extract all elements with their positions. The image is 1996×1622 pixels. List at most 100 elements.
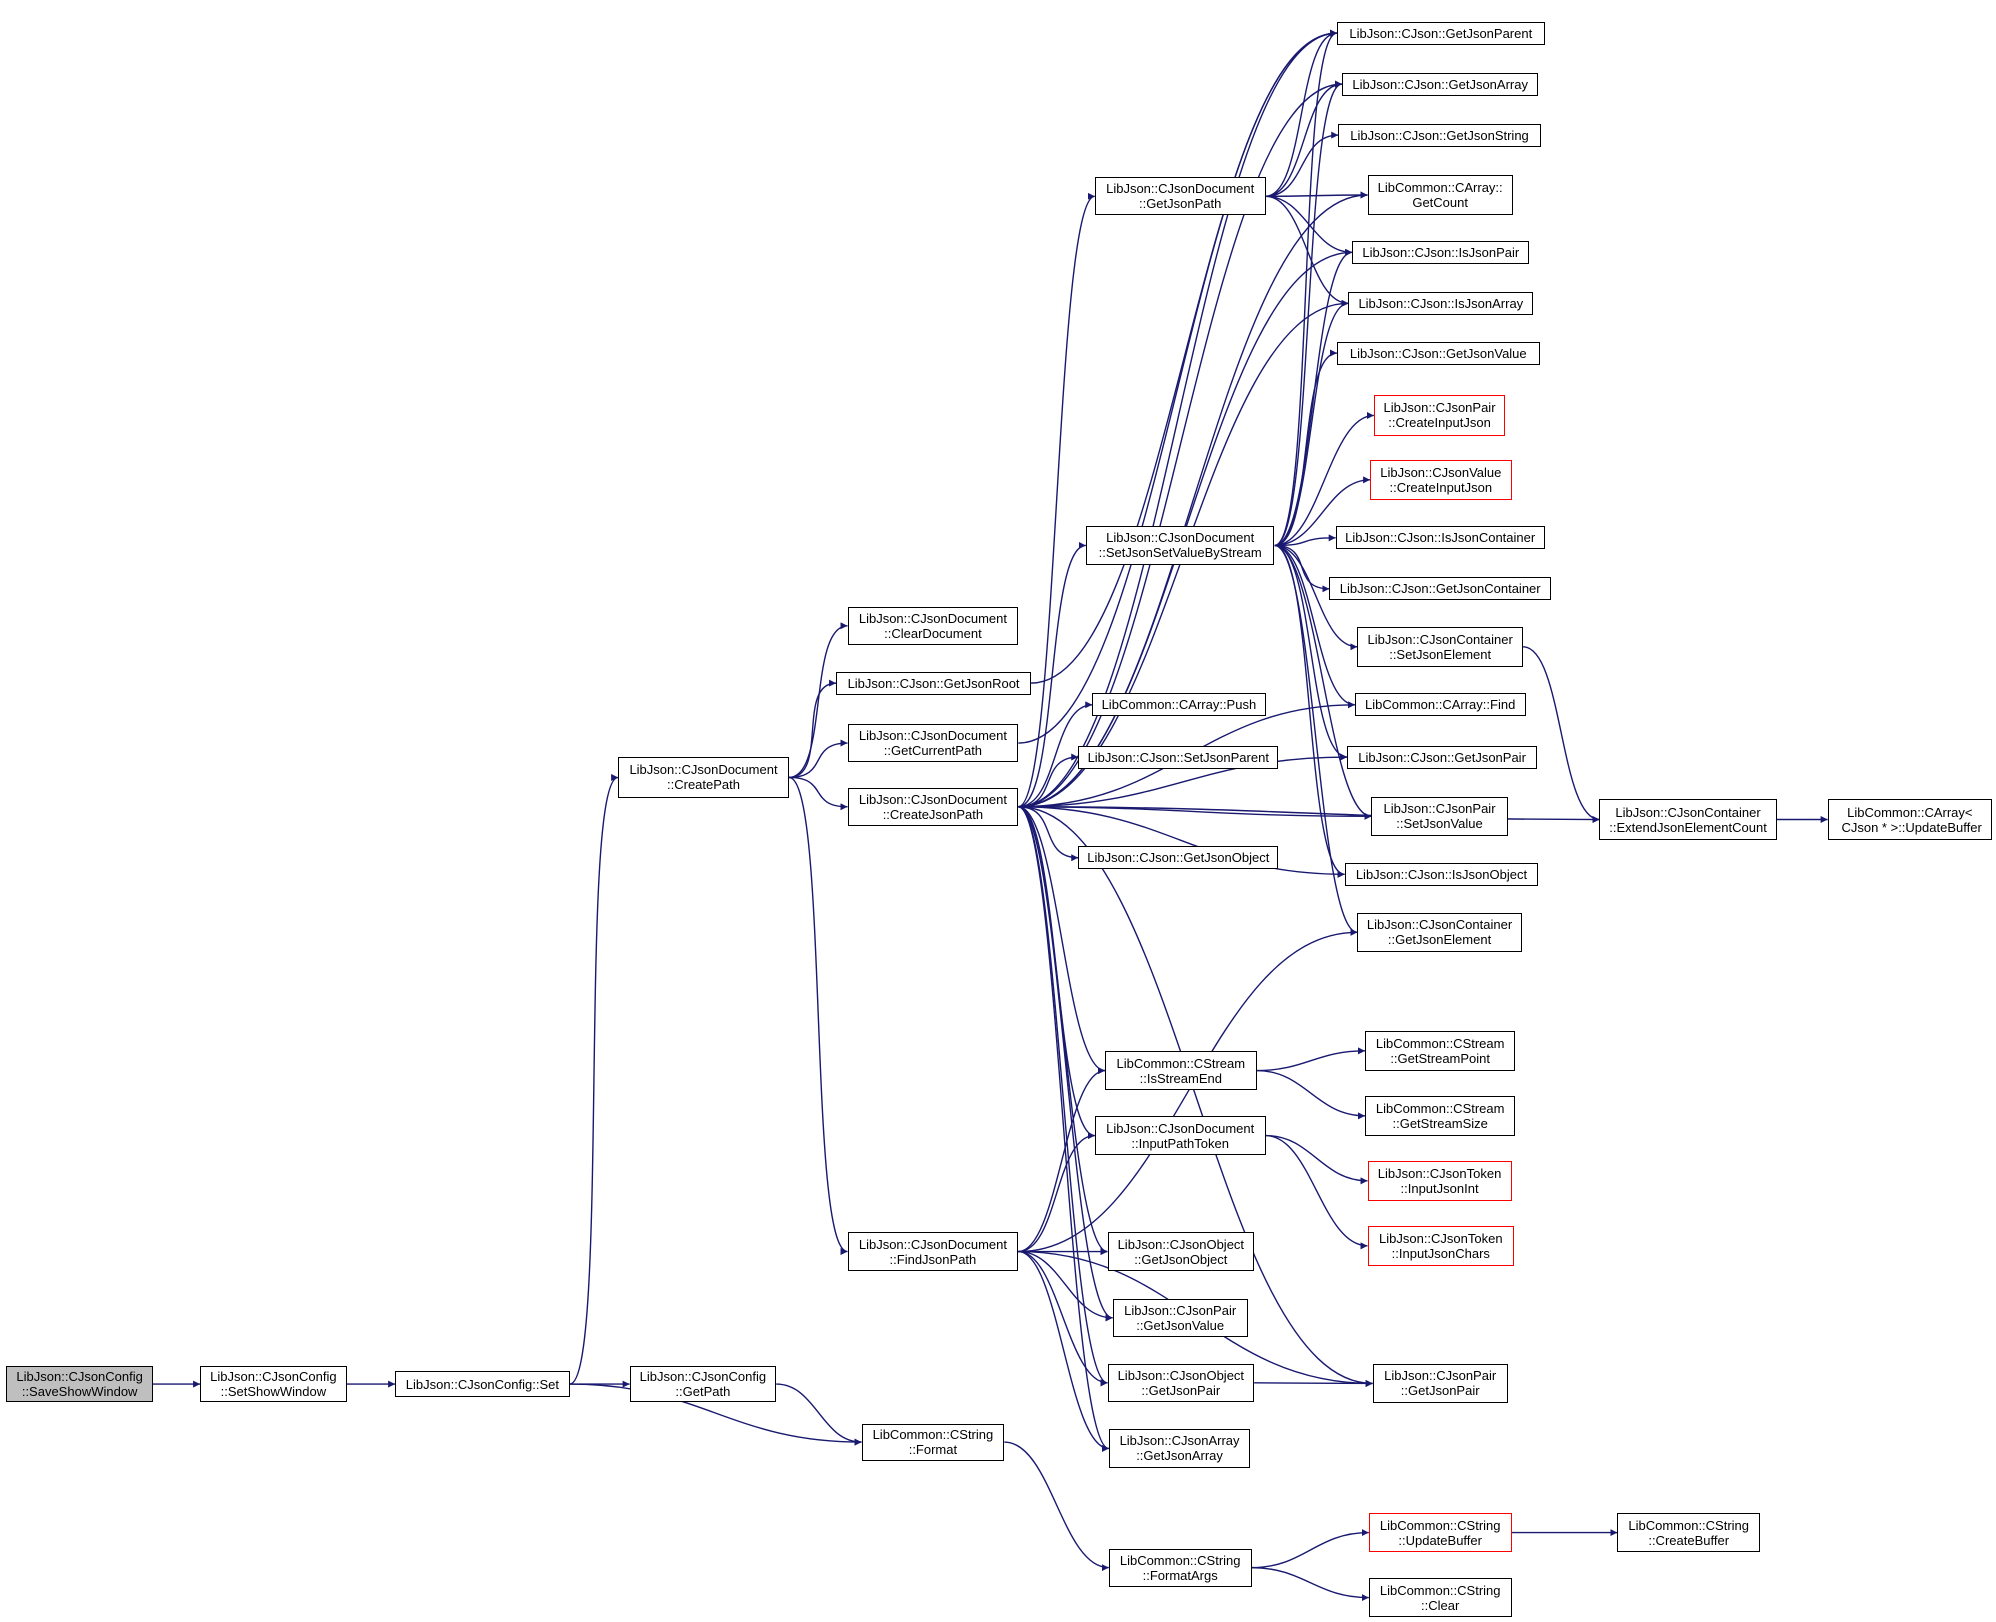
node-libjson-cjsonconfig-saveshowwindow[interactable]: LibJson::CJsonConfig ::SaveShowWindow bbox=[6, 1366, 153, 1402]
node-libcommon-cstream-isstreamend[interactable]: LibCommon::CStream ::IsStreamEnd bbox=[1104, 1051, 1257, 1090]
edge-n9-to-n24 bbox=[1018, 29, 1337, 744]
node-libjson-cjson-getjsonvalue[interactable]: LibJson::CJson::GetJsonValue bbox=[1336, 341, 1540, 365]
node-libjson-cjson-getjsonobject[interactable]: LibJson::CJson::GetJsonObject bbox=[1078, 846, 1279, 870]
edge-n12-to-n47 bbox=[1251, 1566, 1369, 1602]
node-libjson-cjson-getjsonstring[interactable]: LibJson::CJson::GetJsonString bbox=[1338, 123, 1541, 147]
node-libjson-cjsonpair-getjsonvalue[interactable]: LibJson::CJsonPair ::GetJsonValue bbox=[1112, 1298, 1248, 1337]
node-libjson-cjsondocument-cleardocument[interactable]: LibJson::CJsonDocument ::ClearDocument bbox=[847, 606, 1019, 645]
edge-n3-to-n4 bbox=[569, 774, 619, 1385]
edge-n11-to-n18 bbox=[1018, 1067, 1106, 1253]
node-libjson-cjsontoken-inputjsonchars[interactable]: LibJson::CJsonToken ::InputJsonChars bbox=[1367, 1226, 1515, 1266]
edge-n14-to-n31 bbox=[1274, 412, 1374, 547]
edge-n10-to-n39 bbox=[1018, 806, 1345, 878]
edge-n11-to-n21 bbox=[1018, 1250, 1113, 1322]
node-libjson-cjsondocument-setjsonsetvaluebystream[interactable]: LibJson::CJsonDocument ::SetJsonSetValue… bbox=[1085, 526, 1275, 565]
node-libjson-cjsoncontainer-setjsonelement[interactable]: LibJson::CJsonContainer ::SetJsonElement bbox=[1357, 627, 1523, 667]
node-libcommon-carray-push[interactable]: LibCommon::CArray::Push bbox=[1092, 693, 1266, 717]
edge-n10-to-n24 bbox=[1018, 29, 1337, 808]
node-libjson-cjsondocument-findjsonpath[interactable]: LibJson::CJsonDocument ::FindJsonPath bbox=[847, 1232, 1019, 1271]
node-libjson-cjsonvalue-createinputjson[interactable]: LibJson::CJsonValue ::CreateInputJson bbox=[1370, 460, 1512, 500]
node-libcommon-carray-cjson-updatebuffer[interactable]: LibCommon::CArray< CJson * >::UpdateBuff… bbox=[1827, 799, 1993, 840]
edge-n4-to-n7 bbox=[788, 622, 848, 779]
edge-n10-to-n45 bbox=[1018, 806, 1373, 1387]
edge-n22-to-n45 bbox=[1254, 1379, 1373, 1387]
edge-n11-to-n23 bbox=[1018, 1250, 1109, 1452]
node-libjson-cjsonconfig-set[interactable]: LibJson::CJsonConfig::Set bbox=[395, 1371, 570, 1397]
node-libjson-cjson-getjsonroot[interactable]: LibJson::CJson::GetJsonRoot bbox=[836, 671, 1032, 695]
edge-n10-to-n23 bbox=[1018, 806, 1110, 1452]
edge-n11-to-n40 bbox=[1018, 928, 1358, 1253]
edge-n14-to-n40 bbox=[1274, 544, 1358, 936]
edge-n10-to-n37 bbox=[1018, 753, 1348, 808]
node-libjson-cjsontoken-inputjsonint[interactable]: LibJson::CJsonToken ::InputJsonInt bbox=[1367, 1161, 1512, 1201]
edge-n18-to-n41 bbox=[1256, 1047, 1365, 1072]
node-libjson-cjsondocument-getjsonpath[interactable]: LibJson::CJsonDocument ::GetJsonPath bbox=[1094, 177, 1266, 216]
edge-n4-to-n9 bbox=[788, 739, 848, 779]
edge-n10-to-n14 bbox=[1018, 542, 1086, 808]
edge-n11-to-n19 bbox=[1018, 1132, 1095, 1253]
node-libcommon-cstring-formatargs[interactable]: LibCommon::CString ::FormatArgs bbox=[1108, 1548, 1252, 1587]
node-libcommon-carray-find[interactable]: LibCommon::CArray::Find bbox=[1354, 693, 1526, 717]
edge-n10-to-n21 bbox=[1018, 806, 1113, 1322]
edge-n14-to-n36 bbox=[1274, 544, 1355, 709]
edge-n14-to-n33 bbox=[1274, 534, 1336, 547]
node-libjson-cjsonpair-setjsonvalue[interactable]: LibJson::CJsonPair ::SetJsonValue bbox=[1371, 796, 1508, 837]
node-libjson-cjson-isjsoncontainer[interactable]: LibJson::CJson::IsJsonContainer bbox=[1335, 526, 1545, 550]
edge-n19-to-n43 bbox=[1265, 1134, 1368, 1185]
edge-n14-to-n32 bbox=[1274, 476, 1371, 547]
edge-n10-to-n13 bbox=[1018, 192, 1096, 808]
node-libcommon-cstring-createbuffer[interactable]: LibCommon::CString ::CreateBuffer bbox=[1617, 1512, 1761, 1553]
node-libjson-cjson-isjsonobject[interactable]: LibJson::CJson::IsJsonObject bbox=[1344, 862, 1539, 886]
edge-n14-to-n29 bbox=[1274, 299, 1349, 547]
node-libcommon-cstring-clear[interactable]: LibCommon::CString ::Clear bbox=[1368, 1577, 1512, 1618]
node-libjson-cjsoncontainer-extendjsonelementcount[interactable]: LibJson::CJsonContainer ::ExtendJsonElem… bbox=[1599, 799, 1777, 840]
node-libcommon-carray-getcount[interactable]: LibCommon::CArray:: GetCount bbox=[1367, 174, 1513, 216]
edge-n10-to-n18 bbox=[1018, 806, 1106, 1075]
edge-n14-to-n35 bbox=[1274, 544, 1358, 651]
edge-n4-to-n11 bbox=[788, 776, 848, 1255]
node-libjson-cjsondocument-getcurrentpath[interactable]: LibJson::CJsonDocument ::GetCurrentPath bbox=[847, 723, 1019, 763]
edge-n19-to-n44 bbox=[1265, 1134, 1368, 1250]
node-libjson-cjson-setjsonparent[interactable]: LibJson::CJson::SetJsonParent bbox=[1078, 745, 1279, 769]
node-libjson-cjson-getjsonarray[interactable]: LibJson::CJson::GetJsonArray bbox=[1342, 72, 1539, 96]
node-libjson-cjsoncontainer-getjsonelement[interactable]: LibJson::CJsonContainer ::GetJsonElement bbox=[1357, 912, 1522, 953]
node-libjson-cjsonpair-createinputjson[interactable]: LibJson::CJsonPair ::CreateInputJson bbox=[1373, 395, 1506, 436]
edge-n13-to-n26 bbox=[1265, 131, 1339, 197]
edge-n10-to-n25 bbox=[1018, 80, 1343, 808]
node-libjson-cjson-isjsonpair[interactable]: LibJson::CJson::IsJsonPair bbox=[1352, 240, 1530, 264]
node-libjson-cjsondocument-createjsonpath[interactable]: LibJson::CJsonDocument ::CreateJsonPath bbox=[847, 787, 1019, 826]
node-libjson-cjsonconfig-getpath[interactable]: LibJson::CJsonConfig ::GetPath bbox=[629, 1366, 777, 1402]
edge-n13-to-n25 bbox=[1265, 80, 1343, 197]
node-libcommon-cstring-updatebuffer[interactable]: LibCommon::CString ::UpdateBuffer bbox=[1368, 1512, 1512, 1553]
edge-n10-to-n15 bbox=[1018, 701, 1093, 808]
node-libjson-cjsonobject-getjsonobject[interactable]: LibJson::CJsonObject ::GetJsonObject bbox=[1107, 1232, 1255, 1271]
node-libjson-cjsonpair-getjsonpair[interactable]: LibJson::CJsonPair ::GetJsonPair bbox=[1372, 1363, 1508, 1404]
node-libjson-cjsonarray-getjsonarray[interactable]: LibJson::CJsonArray ::GetJsonArray bbox=[1108, 1428, 1251, 1469]
edge-n18-to-n42 bbox=[1256, 1069, 1365, 1120]
edge-n14-to-n38 bbox=[1274, 544, 1372, 820]
node-libjson-cjson-isjsonarray[interactable]: LibJson::CJson::IsJsonArray bbox=[1348, 291, 1534, 315]
node-libjson-cjsondocument-createpath[interactable]: LibJson::CJsonDocument ::CreatePath bbox=[618, 757, 789, 798]
edge-n11-to-n22 bbox=[1018, 1250, 1108, 1387]
node-libcommon-cstream-getstreamsize[interactable]: LibCommon::CStream ::GetStreamSize bbox=[1364, 1096, 1516, 1136]
edge-n6-to-n12 bbox=[1004, 1441, 1109, 1572]
edge-n14-to-n25 bbox=[1274, 80, 1343, 547]
node-libjson-cjsonobject-getjsonpair[interactable]: LibJson::CJsonObject ::GetJsonPair bbox=[1107, 1363, 1255, 1402]
edge-n12-to-n46 bbox=[1251, 1529, 1369, 1569]
edge-n10-to-n17 bbox=[1018, 806, 1079, 862]
edge-n4-to-n8 bbox=[788, 679, 837, 779]
node-libcommon-cstream-getstreampoint[interactable]: LibCommon::CStream ::GetStreamPoint bbox=[1364, 1031, 1516, 1071]
node-libcommon-cstring-format[interactable]: LibCommon::CString ::Format bbox=[861, 1423, 1005, 1461]
node-libjson-cjsonconfig-setshowwindow[interactable]: LibJson::CJsonConfig ::SetShowWindow bbox=[200, 1366, 347, 1402]
edge-n14-to-n24 bbox=[1274, 29, 1338, 547]
node-libjson-cjson-getjsoncontainer[interactable]: LibJson::CJson::GetJsonContainer bbox=[1329, 577, 1552, 601]
edge-n14-to-n30 bbox=[1274, 349, 1338, 547]
node-libjson-cjson-getjsonparent[interactable]: LibJson::CJson::GetJsonParent bbox=[1336, 21, 1545, 45]
edge-n35-to-n48 bbox=[1522, 646, 1600, 823]
node-libjson-cjsondocument-inputpathtoken[interactable]: LibJson::CJsonDocument ::InputPathToken bbox=[1094, 1116, 1266, 1155]
node-libjson-cjson-getjsonpair[interactable]: LibJson::CJson::GetJsonPair bbox=[1347, 745, 1538, 769]
edge-n5-to-n6 bbox=[776, 1383, 862, 1446]
edge-n4-to-n10 bbox=[788, 776, 848, 811]
